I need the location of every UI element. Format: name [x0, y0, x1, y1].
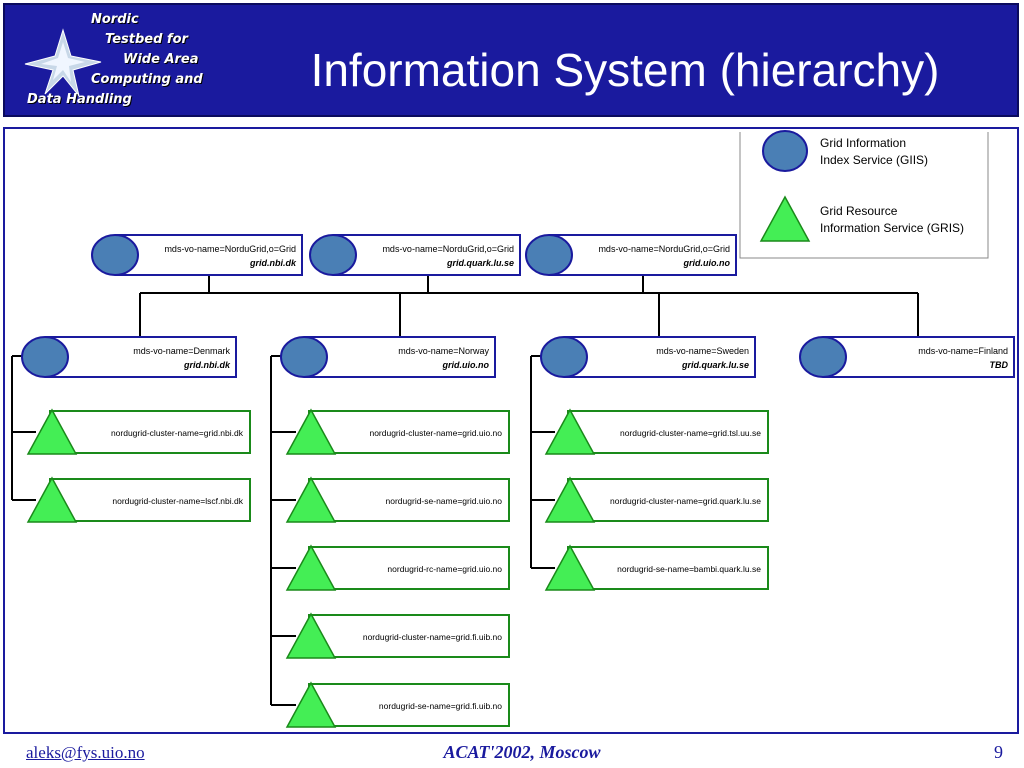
gris-node-icon: [544, 476, 596, 523]
giis-node-icon: [799, 336, 847, 378]
country-norway-host: grid.uio.no: [442, 360, 490, 370]
resource-se-2: nordugrid-cluster-name=grid.quark.lu.se: [544, 476, 769, 523]
top-node-1-label: mds-vo-name=NorduGrid,o=Grid: [164, 244, 296, 254]
country-norway-label: mds-vo-name=Norway: [398, 346, 489, 356]
top-node-2-host: grid.quark.lu.se: [446, 258, 514, 268]
giis-node-icon: [21, 336, 69, 378]
star-logo-icon: [24, 28, 102, 97]
top-node-3-label: mds-vo-name=NorduGrid,o=Grid: [598, 244, 730, 254]
resource-dk-2: nordugrid-cluster-name=lscf.nbi.dk: [26, 476, 251, 523]
logo-line-5: Data Handling: [27, 92, 132, 107]
gris-node-icon: [26, 408, 78, 455]
resource-se-1: nordugrid-cluster-name=grid.tsl.uu.se: [544, 408, 769, 455]
resource-se-2-label: nordugrid-cluster-name=grid.quark.lu.se: [610, 496, 761, 506]
slide-header: Nordic Testbed for Wide Area Computing a…: [0, 0, 1024, 122]
legend-box: [739, 132, 989, 259]
legend-gris-line1: Grid Resource: [820, 204, 898, 218]
gris-node-icon: [544, 544, 596, 591]
logo-line-2: Testbed for: [105, 32, 188, 47]
resource-no-2-label: nordugrid-se-name=grid.uio.no: [386, 496, 503, 506]
gris-node-icon: [285, 681, 337, 728]
giis-node-icon: [525, 234, 573, 276]
resource-dk-1: nordugrid-cluster-name=grid.nbi.dk: [26, 408, 251, 455]
giis-node-icon: [309, 234, 357, 276]
top-node-1: mds-vo-name=NorduGrid,o=Grid grid.nbi.dk: [91, 234, 303, 276]
diagram-frame: [3, 127, 1019, 734]
connector-lines: [11, 276, 919, 706]
top-node-3-host: grid.uio.no: [683, 258, 731, 268]
country-denmark-label: mds-vo-name=Denmark: [133, 346, 230, 356]
country-node-sweden: mds-vo-name=Sweden grid.quark.lu.se: [540, 336, 756, 378]
top-node-3: mds-vo-name=NorduGrid,o=Grid grid.uio.no: [525, 234, 737, 276]
resource-dk-1-label: nordugrid-cluster-name=grid.nbi.dk: [111, 428, 244, 438]
country-node-norway: mds-vo-name=Norway grid.uio.no: [280, 336, 496, 378]
giis-node-icon: [540, 336, 588, 378]
top-node-2: mds-vo-name=NorduGrid,o=Grid grid.quark.…: [309, 234, 521, 276]
header-banner: Nordic Testbed for Wide Area Computing a…: [3, 3, 1019, 117]
resource-no-4-label: nordugrid-cluster-name=grid.fi.uib.no: [363, 632, 502, 642]
gris-node-icon: [285, 476, 337, 523]
gris-node-icon: [285, 612, 337, 659]
hierarchy-diagram: Grid Information Index Service (GIIS) Gr…: [3, 127, 1019, 734]
resource-se-1-label: nordugrid-cluster-name=grid.tsl.uu.se: [620, 428, 761, 438]
country-node-denmark: mds-vo-name=Denmark grid.nbi.dk: [21, 336, 237, 378]
resource-no-2: nordugrid-se-name=grid.uio.no: [285, 476, 510, 523]
gris-node-icon: [285, 408, 337, 455]
resource-se-3-label: nordugrid-se-name=bambi.quark.lu.se: [617, 564, 761, 574]
giis-node-icon: [280, 336, 328, 378]
legend-giis-line1: Grid Information: [820, 136, 906, 150]
slide-title: Information System (hierarchy): [310, 44, 940, 96]
resource-no-3-label: nordugrid-rc-name=grid.uio.no: [387, 564, 502, 574]
country-finland-host: TBD: [990, 360, 1009, 370]
legend-giis-line2: Index Service (GIIS): [820, 153, 928, 167]
country-finland-label: mds-vo-name=Finland: [918, 346, 1008, 356]
country-node-finland: mds-vo-name=Finland TBD: [799, 336, 1015, 378]
logo-line-3: Wide Area: [123, 52, 199, 67]
resource-dk-2-label: nordugrid-cluster-name=lscf.nbi.dk: [112, 496, 243, 506]
giis-node-icon: [91, 234, 139, 276]
resource-se-3: nordugrid-se-name=bambi.quark.lu.se: [544, 544, 769, 591]
resource-no-5: nordugrid-se-name=grid.fi.uib.no: [285, 681, 510, 728]
footer-email-link[interactable]: aleks@fys.uio.no: [26, 743, 145, 762]
top-node-2-label: mds-vo-name=NorduGrid,o=Grid: [382, 244, 514, 254]
country-denmark-host: grid.nbi.dk: [183, 360, 231, 370]
resource-no-1-label: nordugrid-cluster-name=grid.uio.no: [369, 428, 502, 438]
resource-no-5-label: nordugrid-se-name=grid.fi.uib.no: [379, 701, 502, 711]
logo-line-4: Computing and: [91, 72, 203, 87]
top-node-1-host: grid.nbi.dk: [249, 258, 297, 268]
logo-line-1: Nordic: [91, 12, 139, 27]
resource-no-4: nordugrid-cluster-name=grid.fi.uib.no: [285, 612, 510, 659]
legend-gris-line2: Information Service (GRIS): [820, 221, 964, 235]
country-sweden-host: grid.quark.lu.se: [681, 360, 749, 370]
giis-legend-icon: [762, 130, 808, 172]
footer-page-number: 9: [994, 742, 1003, 762]
footer-conference: ACAT'2002, Moscow: [443, 742, 601, 762]
country-sweden-label: mds-vo-name=Sweden: [656, 346, 749, 356]
legend: Grid Information Index Service (GIIS) Gr…: [739, 130, 989, 259]
gris-legend-icon: [759, 195, 811, 242]
resource-no-3: nordugrid-rc-name=grid.uio.no: [285, 544, 510, 591]
gris-node-icon: [544, 408, 596, 455]
gris-node-icon: [285, 544, 337, 591]
resource-no-1: nordugrid-cluster-name=grid.uio.no: [285, 408, 510, 455]
nordugrid-logo: Nordic Testbed for Wide Area Computing a…: [13, 8, 233, 118]
gris-node-icon: [26, 476, 78, 523]
